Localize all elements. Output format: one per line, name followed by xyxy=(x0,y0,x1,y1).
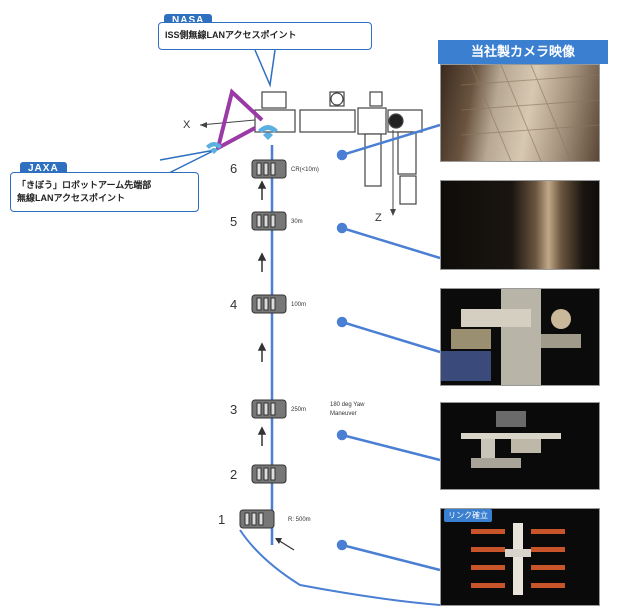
step-number: 4 xyxy=(230,297,238,312)
jaxa-callout: 「きぼう」ロボットアーム先端部 無線LANアクセスポイント xyxy=(10,172,199,212)
camera-photo-2 xyxy=(440,180,600,270)
distance-label: 30m xyxy=(291,219,303,225)
step-number: 5 xyxy=(230,214,238,229)
x-axis-line xyxy=(199,119,256,126)
camera-photo-5 xyxy=(440,508,600,606)
spacecraft-icons xyxy=(239,159,287,529)
approach-arrow-head xyxy=(275,538,282,544)
jaxa-callout-line2: 無線LANアクセスポイント xyxy=(17,193,126,203)
step-number: 2 xyxy=(230,467,238,482)
x-axis-label: X xyxy=(183,119,191,131)
camera-photo-1 xyxy=(440,64,600,162)
step-number: 6 xyxy=(230,161,238,176)
camera-photo-3 xyxy=(440,288,600,386)
distance-label: 100m xyxy=(291,302,307,308)
wifi-icon xyxy=(258,125,278,140)
approach-arrow xyxy=(277,539,295,551)
link-established-tag: リンク確立 xyxy=(444,509,492,522)
nasa-callout-pointer xyxy=(254,49,276,88)
approach-curve xyxy=(239,529,441,606)
jaxa-callout-line1: 「きぼう」ロボットアーム先端部 xyxy=(17,180,152,190)
maneuver-note: Maneuver xyxy=(330,411,357,417)
iss-distant-image xyxy=(461,411,561,468)
z-axis-label: Z xyxy=(375,212,382,224)
step-number: 1 xyxy=(218,512,226,527)
iss-far-image xyxy=(471,523,565,595)
jaxa-tag: JAXA xyxy=(20,162,67,175)
distance-label: R: 500m xyxy=(288,517,311,523)
distance-label: 250m xyxy=(291,407,307,413)
distance-label: CR(<10m) xyxy=(291,167,319,173)
x-axis-arrow xyxy=(200,122,207,128)
iss-schematic xyxy=(254,91,423,205)
camera-photo-4 xyxy=(440,402,600,490)
step-number: 3 xyxy=(230,402,238,417)
wifi-icon xyxy=(206,142,222,154)
nasa-callout: ISS側無線LANアクセスポイント xyxy=(158,22,372,50)
nasa-callout-label: ISS側無線LANアクセスポイント xyxy=(165,30,297,40)
truss-texture xyxy=(460,65,599,161)
maneuver-note: 180 deg Yaw xyxy=(330,402,365,408)
camera-footage-header: 当社製カメラ映像 xyxy=(438,40,608,64)
iss-module-image xyxy=(441,289,581,385)
robot-arm xyxy=(214,88,264,152)
up-arrow-icon xyxy=(257,180,267,446)
z-axis-arrow xyxy=(390,209,396,216)
photo-connectors xyxy=(336,123,441,572)
